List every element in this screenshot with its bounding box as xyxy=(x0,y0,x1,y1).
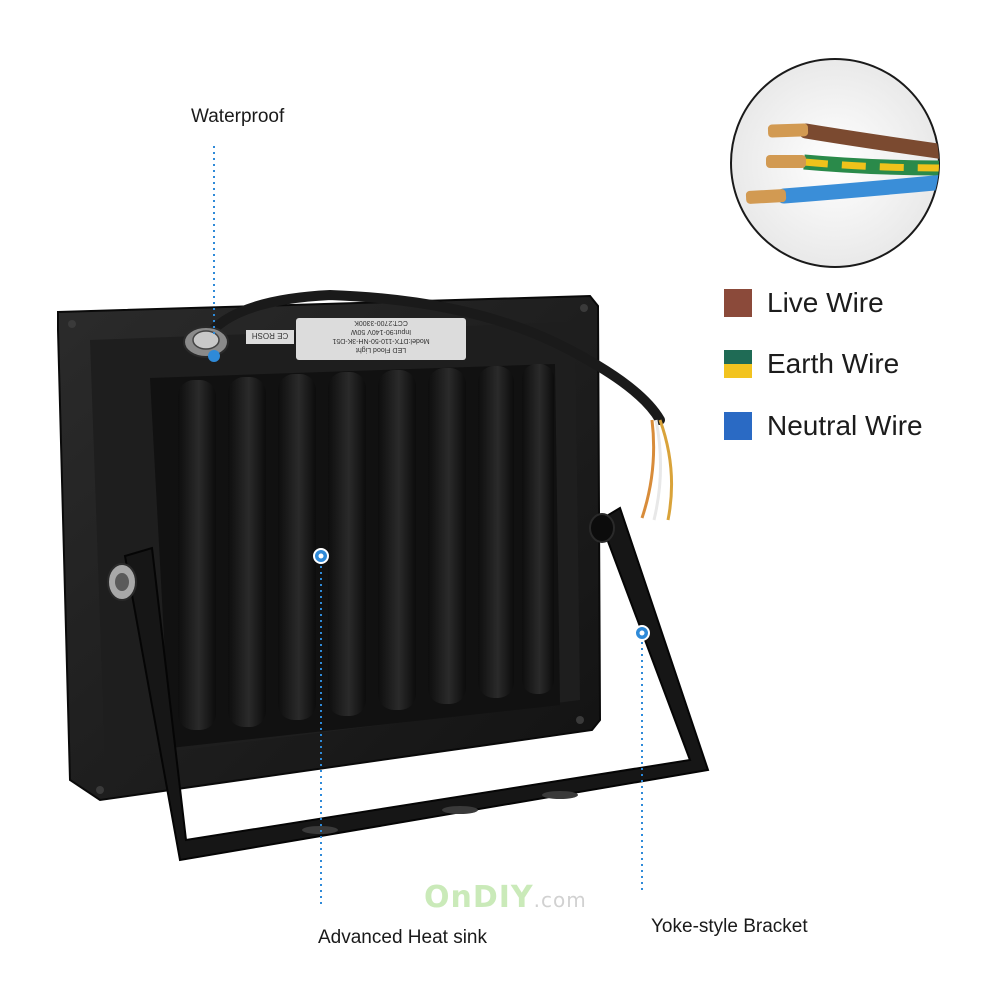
legend-label-neutral: Neutral Wire xyxy=(767,410,923,441)
live-wire-swatch xyxy=(724,289,752,317)
legend-item-neutral: Neutral Wire xyxy=(724,410,923,442)
cert-label: CE ROSH xyxy=(252,331,289,340)
waterproof-gland-icon xyxy=(183,326,229,362)
spec-label-line2: Model:DTX-110-50-NH-3K-D51 xyxy=(332,337,429,344)
bracket-marker-icon xyxy=(634,625,650,641)
spec-label-line1: LED Flood Light xyxy=(356,346,406,353)
watermark-brand: OnDIY xyxy=(424,880,534,915)
brand-watermark: OnDIY.com xyxy=(424,880,587,915)
earth-wire-swatch xyxy=(724,350,752,378)
legend-label-live: Live Wire xyxy=(767,287,884,318)
heat-sink-marker-icon xyxy=(313,548,329,564)
wire-closeup xyxy=(730,58,940,268)
callout-lines xyxy=(213,146,643,904)
legend-item-live: Live Wire xyxy=(724,287,884,319)
legend-item-earth: Earth Wire xyxy=(724,348,899,380)
spec-label-line4: CCT:2700-3300K xyxy=(354,319,408,326)
neutral-wire-swatch xyxy=(724,412,752,440)
watermark-domain: .com xyxy=(533,888,587,912)
waterproof-label: Waterproof xyxy=(191,106,285,127)
spec-label-plate: LED Flood Light Model:DTX-110-50-NH-3K-D… xyxy=(246,318,466,360)
legend-label-earth: Earth Wire xyxy=(767,348,900,379)
spec-label-line3: Input:90-140V 50W xyxy=(350,328,411,335)
heat-sink-label: Advanced Heat sink xyxy=(318,927,487,948)
heat-sink-fins xyxy=(150,364,560,748)
bracket-label: Yoke-style Bracket xyxy=(651,916,808,937)
yoke-bracket xyxy=(107,506,710,862)
power-cable xyxy=(200,289,674,521)
